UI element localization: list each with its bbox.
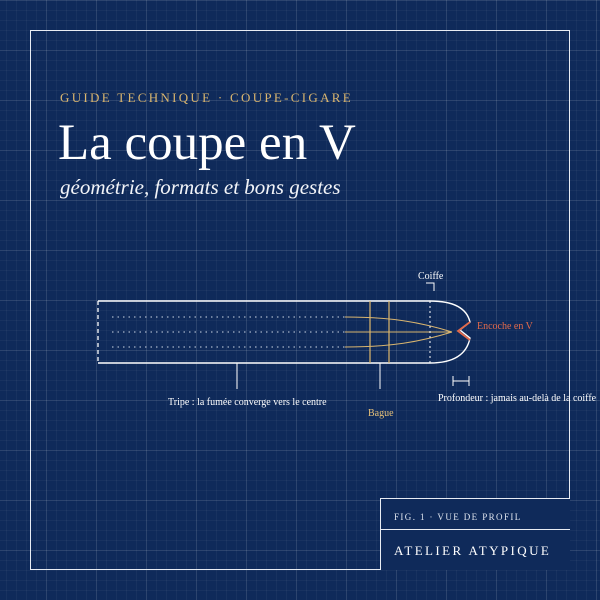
notch-label: Encoche en V (477, 321, 534, 332)
band-label: Bague (368, 408, 394, 419)
cap-bracket (426, 282, 435, 291)
page-subtitle: géométrie, formats et bons gestes (60, 175, 341, 199)
figure-credit-box: FIG. 1 · VUE DE PROFIL ATELIER ATYPIQUE (380, 498, 570, 570)
page-title: La coupe en V (58, 115, 356, 171)
depth-dimension (452, 376, 470, 386)
credit-divider (381, 529, 570, 530)
studio-name: ATELIER ATYPIQUE (394, 543, 552, 558)
figure-caption: FIG. 1 · VUE DE PROFIL (394, 512, 522, 522)
filler-label: Tripe : la fumée converge vers le centre (168, 397, 327, 408)
smoke-flow-curves (344, 316, 453, 348)
cap-label: Coiffe (418, 271, 444, 282)
v-notch-mark (456, 321, 471, 341)
outer-frame (30, 30, 570, 570)
depth-label: Profondeur : jamais au-delà de la coiffe (438, 393, 597, 404)
cigar-band (369, 301, 390, 363)
guide-kicker: GUIDE TECHNIQUE · COUPE-CIGARE (60, 90, 353, 105)
filler-dotted-lines (112, 316, 345, 348)
